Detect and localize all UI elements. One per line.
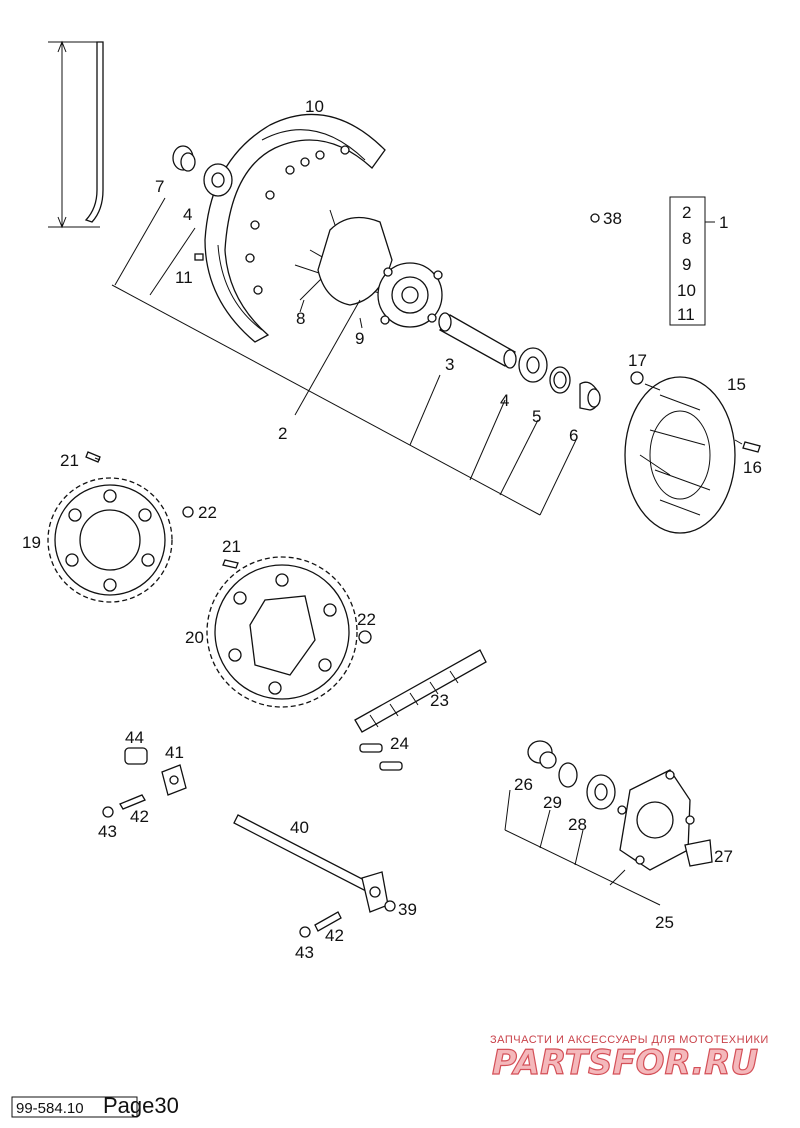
spacer-bushing-top xyxy=(172,145,196,172)
label-40: 40 xyxy=(290,818,309,837)
nut-39 xyxy=(384,900,396,912)
label-20: 20 xyxy=(185,628,204,647)
kit-item-9: 9 xyxy=(682,255,691,274)
label-4-top: 4 xyxy=(183,205,192,224)
label-43a: 43 xyxy=(98,822,117,841)
sprocket-19 xyxy=(47,477,173,603)
label-22b: 22 xyxy=(357,610,376,629)
label-15: 15 xyxy=(727,375,746,394)
nipple-11 xyxy=(194,253,204,261)
label-42b: 42 xyxy=(325,926,344,945)
axle-spacer-tube xyxy=(438,312,517,369)
label-21b: 21 xyxy=(222,537,241,556)
screw-16 xyxy=(742,441,761,453)
bearing-4 xyxy=(518,347,548,383)
nut-38 xyxy=(590,213,600,223)
label-1: 1 xyxy=(719,213,728,232)
label-19: 19 xyxy=(22,533,41,552)
bolt-42b xyxy=(314,911,342,932)
label-24: 24 xyxy=(390,734,409,753)
bearing-top xyxy=(203,163,233,197)
label-5: 5 xyxy=(532,407,541,426)
label-43b: 43 xyxy=(295,943,314,962)
spacer-6 xyxy=(579,381,601,411)
label-23: 23 xyxy=(430,691,449,710)
label-39: 39 xyxy=(398,900,417,919)
kit-item-8: 8 xyxy=(682,229,691,248)
label-8: 8 xyxy=(296,309,305,328)
leader-lines-upper xyxy=(111,197,743,516)
rear-hub xyxy=(294,209,443,328)
bolt-42a xyxy=(119,794,146,810)
label-6: 6 xyxy=(569,426,578,445)
rear-axle xyxy=(233,814,389,913)
label-4: 4 xyxy=(500,391,509,410)
kit-item-10: 10 xyxy=(677,281,696,300)
adjuster-44 xyxy=(124,747,148,765)
label-29: 29 xyxy=(543,793,562,812)
label-42a: 42 xyxy=(130,807,149,826)
nut-22a xyxy=(182,506,194,518)
label-9: 9 xyxy=(355,329,364,348)
label-11: 11 xyxy=(175,268,193,287)
damper-27 xyxy=(684,839,713,867)
watermark-logo: PARTSFOR.RU xyxy=(492,1043,758,1083)
label-26: 26 xyxy=(514,775,533,794)
watermark-tagline: ЗАПЧАСТИ И АКСЕССУАРЫ ДЛЯ МОТОТЕХНИКИ xyxy=(490,1034,769,1046)
rim xyxy=(204,113,386,343)
seal-ring-5 xyxy=(549,366,571,394)
page-number: Page30 xyxy=(103,1093,179,1118)
label-16: 16 xyxy=(743,458,762,477)
spoke-dimension-drawing xyxy=(48,40,104,229)
label-28: 28 xyxy=(568,815,587,834)
kit-item-2: 2 xyxy=(682,203,691,222)
kit-box xyxy=(669,196,706,326)
label-17: 17 xyxy=(628,351,647,370)
adjuster-41 xyxy=(161,764,187,796)
label-25: 25 xyxy=(655,913,674,932)
bolt-21a xyxy=(85,451,101,463)
bearing-28 xyxy=(586,774,616,810)
kit-item-11: 11 xyxy=(677,305,695,324)
page-footer: 99-584.10 Page30 xyxy=(11,1093,179,1118)
brake-disc xyxy=(624,376,736,534)
label-22a: 22 xyxy=(198,503,217,522)
label-2: 2 xyxy=(278,424,287,443)
watermark: ЗАПЧАСТИ И АКСЕССУАРЫ ДЛЯ МОТОТЕХНИКИ PA… xyxy=(490,1034,769,1084)
drawing-code: 99-584.10 xyxy=(16,1100,84,1117)
bushing-26 xyxy=(527,740,557,769)
label-44: 44 xyxy=(125,728,144,747)
part-labels: 10 7 4 11 8 9 3 4 5 6 2 38 1 2 8 9 10 11… xyxy=(22,97,762,962)
label-21a: 21 xyxy=(60,451,79,470)
drive-chain xyxy=(354,649,487,733)
nut-43a xyxy=(102,806,114,818)
leader-lines-lower xyxy=(94,457,661,906)
sprocket-carrier xyxy=(617,769,695,871)
bolt-21b xyxy=(222,559,239,569)
nut-43b xyxy=(299,926,311,938)
nut-22b xyxy=(358,630,372,644)
label-10: 10 xyxy=(305,97,324,116)
chain-joint-24 xyxy=(359,743,403,771)
label-27: 27 xyxy=(714,847,733,866)
sprocket-20 xyxy=(206,556,358,708)
label-38: 38 xyxy=(603,209,622,228)
label-3: 3 xyxy=(445,355,454,374)
seal-29 xyxy=(558,762,578,788)
label-41: 41 xyxy=(165,743,184,762)
nut-17 xyxy=(630,371,644,385)
label-7: 7 xyxy=(155,177,164,196)
